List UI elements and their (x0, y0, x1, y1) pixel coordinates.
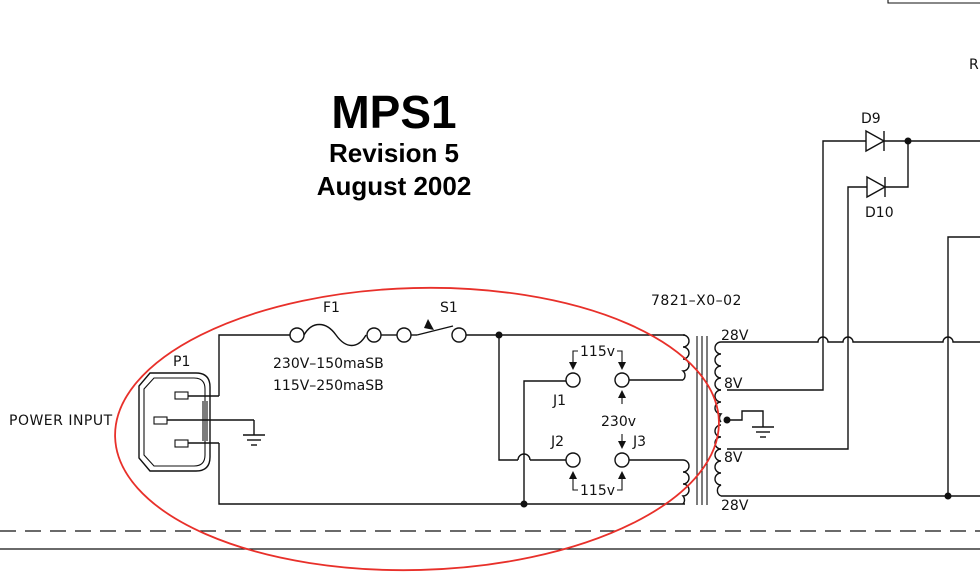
junction-dot (904, 137, 912, 145)
input-wire-bottom (218, 443, 685, 505)
diode-d9: D9 (861, 111, 980, 153)
edge-label-r: R (969, 57, 979, 73)
j2-label: J2 (550, 434, 564, 450)
highlight-ellipse (114, 286, 720, 572)
title-block-frame (887, 0, 980, 4)
tap-8v-top: 8V (724, 376, 743, 392)
center-tap-ground (723, 410, 774, 438)
jumper-pin (614, 372, 630, 388)
j1-label: J1 (552, 393, 566, 409)
transformer-core (696, 336, 708, 505)
tap-28v-top: 28V (721, 328, 749, 344)
revision-label: Revision 5 (329, 138, 459, 168)
svg-text:D9: D9 (861, 111, 881, 127)
p1-label: P1 (173, 354, 190, 370)
right-rail-wire (947, 236, 980, 496)
jumper-115v-bottom: 115v (580, 483, 615, 499)
jumper-pin (565, 452, 581, 468)
tap-8v-bottom: 8V (724, 450, 743, 466)
j3-label: J3 (632, 434, 646, 450)
f1-label: F1 (323, 300, 340, 316)
diode-d10: D10 (865, 141, 909, 221)
input-wire-top (218, 334, 290, 396)
date-label: August 2002 (317, 171, 472, 201)
secondary-28v-line (721, 336, 980, 343)
jumper-pin (614, 452, 630, 468)
transformer-secondary: 28V 8V 8V 28V (714, 328, 749, 514)
board-title: MPS1 (331, 86, 456, 138)
svg-text:D10: D10 (865, 205, 894, 221)
s1-label: S1 (440, 300, 458, 316)
voltage-select-jumpers: 115v J1 230v J2 J3 115v (498, 335, 683, 504)
junction-dot (944, 492, 952, 500)
jumper-230v: 230v (601, 414, 636, 430)
secondary-8v-wire (727, 140, 866, 391)
switch-s1: S1 (411, 300, 685, 343)
transformer-part-number: 7821–X0–02 (651, 293, 742, 309)
tap-28v-bottom: 28V (721, 498, 749, 514)
p1-ground-symbol (243, 420, 265, 446)
jumper-pin (565, 372, 581, 388)
p1-connector: P1 (138, 354, 254, 472)
jumper-115v-top: 115v (580, 344, 615, 360)
secondary-8v-return-wire (727, 186, 867, 450)
power-input-label: POWER INPUT (9, 413, 113, 429)
fuse-rating-230: 230V–150maSB (273, 356, 384, 372)
fuse-rating-115: 115V–250maSB (273, 378, 384, 394)
fuse-f1: F1 230V–150maSB 115V–250maSB (273, 300, 412, 394)
